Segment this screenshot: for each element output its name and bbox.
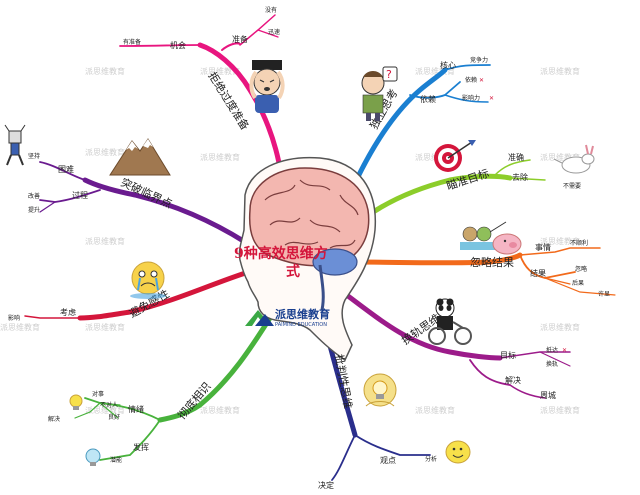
center-head-brain: 9种高效思维方 式: [234, 156, 377, 362]
node-decide: 决定: [318, 480, 334, 490]
branch-lines-ignore-result: [352, 247, 616, 296]
cross-icon: ✕: [489, 95, 494, 102]
branch-lines-breakthrough: [39, 161, 248, 245]
node-opportunity: 机会: [170, 40, 186, 50]
cross-icon: ✕: [562, 347, 567, 354]
brand-name: 派思维教育: [275, 307, 330, 321]
branch-lines-switch-track: [337, 287, 571, 399]
watermark: 派思维教育: [85, 147, 125, 157]
node-none: 没有: [265, 6, 277, 14]
node-consider: 考虑: [60, 307, 76, 317]
watermark: 派思维教育: [0, 322, 40, 332]
watermark: 派思维教育: [540, 66, 580, 76]
node-quick: 迅速: [268, 28, 280, 36]
node-impact: 影响: [8, 314, 20, 322]
robot-figure-icon: [4, 124, 26, 166]
watermark: 派思维教育: [85, 322, 125, 332]
node-exert: 发挥: [133, 442, 149, 452]
node-prepared: 有准备: [123, 38, 141, 46]
node-consequence: 后果: [572, 279, 584, 287]
fishing-animals-icon: [460, 221, 508, 250]
watermark: 派思维教育: [540, 322, 580, 332]
node-not-smooth: 不顺利: [570, 239, 588, 247]
node-resolve: 解决: [48, 415, 60, 423]
watermark: 派思维教育: [540, 405, 580, 415]
node-competitiveness: 竞争力: [470, 56, 488, 64]
center-title-line2: 式: [286, 263, 300, 280]
node-unneeded: 不需要: [563, 183, 581, 190]
node-for-matter: 对事: [92, 390, 104, 398]
lightbulb-icon: [85, 448, 101, 466]
node-xuxian: 许显: [598, 290, 610, 298]
node-core: 核心: [440, 60, 456, 70]
branch-lines-avoid-emotion: [24, 267, 258, 321]
thinking-person-icon: ?: [361, 66, 398, 121]
node-result: 结果: [530, 268, 546, 278]
watermark: 派思维教育: [85, 236, 125, 246]
brand-logo: 派思维教育 PAIMIND EDUCATION: [245, 307, 330, 328]
node-emotion: 情绪: [128, 404, 144, 414]
branch-label-critical-thinking: 批判性思维: [332, 353, 355, 410]
node-accurate: 准确: [508, 152, 524, 162]
center-title-line1: 9种高效思维方: [234, 245, 328, 262]
node-zhoucheng: 周城: [540, 391, 556, 400]
watermark: 派思维教育: [85, 405, 125, 415]
watermark: 派思维教育: [415, 405, 455, 415]
watermark: 派思维教育: [540, 236, 580, 246]
worried-person-icon: [249, 60, 285, 113]
running-rabbit-icon: [553, 144, 595, 174]
node-remove: 去除: [512, 172, 528, 182]
node-viewpoint: 观点: [380, 456, 396, 465]
lightbulb-head-icon: [363, 373, 397, 407]
smiling-pig-icon: [492, 233, 522, 255]
watermark: 派思维教育: [540, 152, 580, 162]
node-solve: 解决: [505, 375, 521, 385]
node-process: 过程: [72, 190, 88, 200]
node-good: 良好: [108, 413, 120, 421]
node-dependence: 依赖: [420, 94, 436, 104]
svg-text:?: ?: [386, 68, 392, 81]
node-persist: 坚持: [28, 152, 40, 160]
watermark: 派思维教育: [200, 152, 240, 162]
branch-lines-thorough: [74, 307, 278, 461]
node-influence: 影响力: [462, 94, 480, 102]
node-potential: 潜能: [110, 456, 122, 464]
yellow-blob-icon: [445, 440, 471, 464]
node-switch: 换轨: [546, 360, 558, 368]
cross-icon: ✕: [479, 77, 484, 84]
crying-face-icon: [130, 261, 166, 299]
panda-wheelchair-icon: [428, 298, 472, 345]
watermark: 派思维教育: [200, 66, 240, 76]
node-ignore: 忽略: [575, 265, 587, 273]
dart-target-icon: [434, 140, 476, 172]
node-dependence-leaf: 依赖: [465, 76, 477, 84]
brand-name-en: PAIMIND EDUCATION: [275, 322, 327, 328]
lightbulb-icon: [69, 394, 83, 410]
node-prepare: 准备: [232, 34, 248, 44]
node-matter: 事情: [535, 242, 551, 252]
node-raise: 提升: [28, 206, 40, 214]
branch-label-ignore-result: 忽略结果: [470, 255, 514, 269]
watermark: 派思维教育: [200, 405, 240, 415]
node-improve: 改善: [28, 192, 40, 200]
node-arrive: 抵达: [546, 346, 558, 354]
node-goal: 目标: [500, 350, 516, 360]
node-analyze: 分析: [425, 455, 437, 463]
node-difficulty: 困难: [58, 164, 74, 174]
watermark: 派思维教育: [415, 66, 455, 76]
mountain-icon: [109, 138, 171, 176]
watermark: 派思维教育: [85, 66, 125, 76]
node-not-person: 不对人: [100, 401, 118, 409]
